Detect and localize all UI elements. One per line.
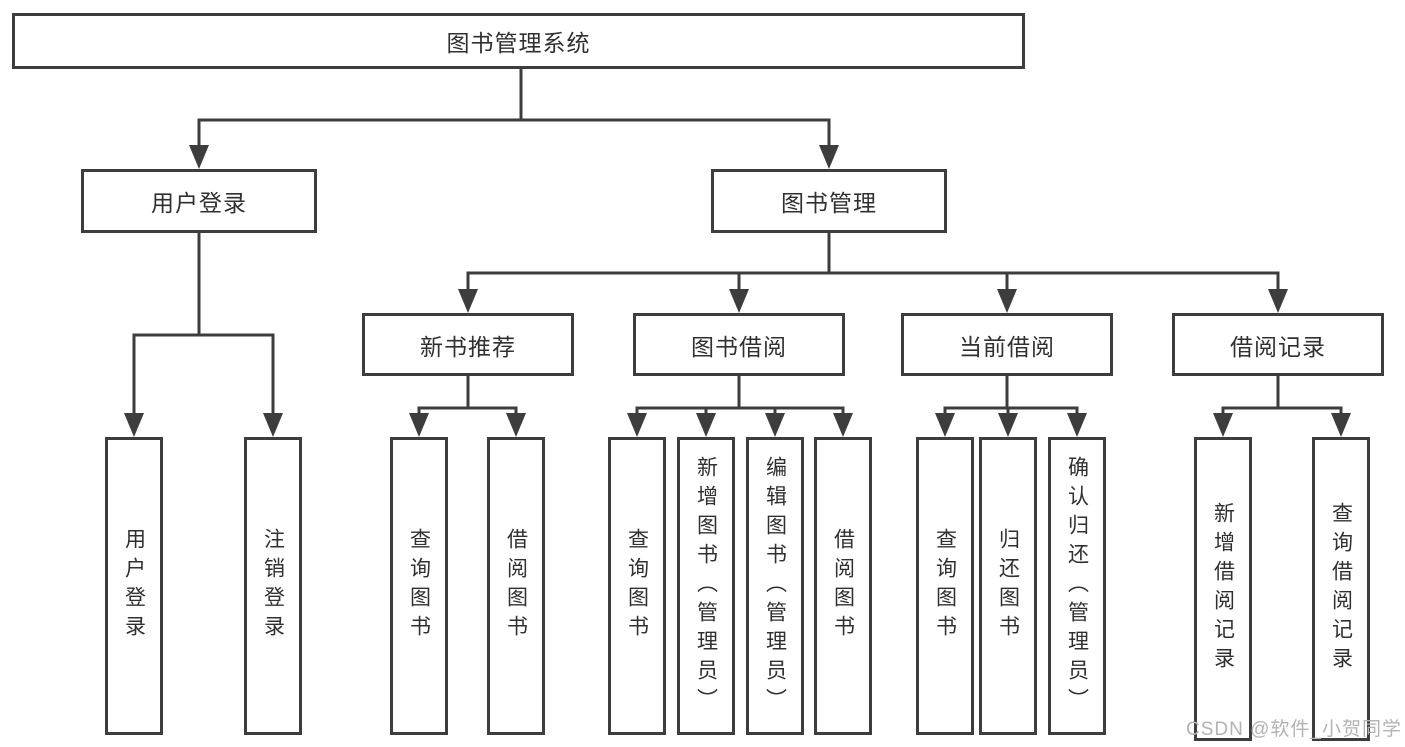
node-new-book-recommend: 新书推荐 [362,313,574,376]
leaf-logout-label: 注销登录 [261,528,285,644]
leaf-logout: 注销登录 [244,437,302,735]
node-borrow-records: 借阅记录 [1172,313,1384,376]
leaf-cb-return-book: 归还图书 [979,437,1037,735]
leaf-user-login: 用户登录 [105,437,163,735]
node-book-borrow: 图书借阅 [633,313,845,376]
leaf-bb-query-book-label: 查询图书 [625,528,649,644]
leaf-bb-add-book: 新增图书（管理员） [677,437,735,735]
leaf-bb-query-book: 查询图书 [608,437,666,735]
node-user-login: 用户登录 [81,169,317,233]
leaf-br-add-record-label: 新增借阅记录 [1211,502,1235,676]
leaf-bb-add-book-label: 新增图书（管理员） [694,455,718,717]
leaf-rec-borrow-book-label: 借阅图书 [504,528,528,644]
leaf-br-add-record: 新增借阅记录 [1194,437,1252,741]
leaf-rec-query-book-label: 查询图书 [407,528,431,644]
leaf-bb-edit-book: 编辑图书（管理员） [746,437,804,735]
node-current-borrow: 当前借阅 [901,313,1113,376]
leaf-rec-query-book: 查询图书 [390,437,448,735]
leaf-bb-edit-book-label: 编辑图书（管理员） [763,455,787,717]
leaf-bb-borrow-book-label: 借阅图书 [831,528,855,644]
leaf-cb-query-book: 查询图书 [916,437,974,735]
node-library-system: 图书管理系统 [12,13,1025,69]
leaf-cb-confirm-return-label: 确认归还（管理员） [1065,455,1089,717]
node-book-management: 图书管理 [711,169,947,233]
leaf-cb-return-book-label: 归还图书 [996,528,1020,644]
leaf-cb-confirm-return: 确认归还（管理员） [1048,437,1106,735]
leaf-bb-borrow-book: 借阅图书 [814,437,872,735]
leaf-br-query-record-label: 查询借阅记录 [1329,502,1353,676]
csdn-watermark: CSDN @软件_小贺同学 [1186,719,1402,740]
leaf-user-login-label: 用户登录 [122,528,146,644]
leaf-rec-borrow-book: 借阅图书 [487,437,545,735]
leaf-br-query-record: 查询借阅记录 [1312,437,1370,741]
leaf-cb-query-book-label: 查询图书 [933,528,957,644]
